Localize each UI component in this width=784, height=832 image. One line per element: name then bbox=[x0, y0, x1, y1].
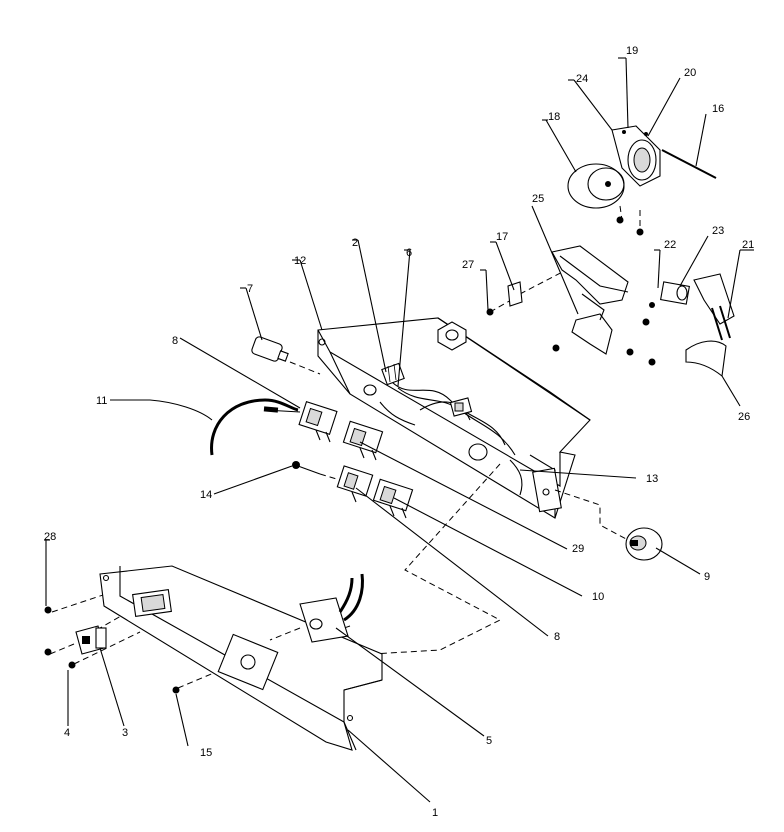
switch-lower-right bbox=[372, 478, 414, 519]
callout-27: 27 bbox=[462, 259, 474, 271]
callout-23: 23 bbox=[712, 225, 724, 237]
bracket-3 bbox=[75, 625, 107, 655]
switch-upper-right bbox=[342, 420, 384, 461]
leader-lines bbox=[45, 57, 754, 803]
switch-5 bbox=[269, 573, 364, 643]
callout-21: 21 bbox=[742, 239, 754, 251]
callout-18: 18 bbox=[548, 111, 560, 123]
auger-assembly-25 bbox=[551, 245, 629, 355]
callout-10: 10 bbox=[592, 591, 604, 603]
callout-3: 3 bbox=[122, 727, 128, 739]
callout-8a: 8 bbox=[172, 335, 178, 347]
rod-16 bbox=[661, 149, 717, 179]
motor-18 bbox=[567, 163, 625, 209]
capacitor-7 bbox=[251, 336, 321, 375]
wire-lead-11 bbox=[210, 398, 301, 456]
callout-20: 20 bbox=[684, 67, 696, 79]
callout-17: 17 bbox=[496, 231, 508, 243]
wire-connector bbox=[449, 397, 473, 417]
callout-24: 24 bbox=[576, 73, 588, 85]
callout-29: 29 bbox=[572, 543, 584, 555]
callout-28: 28 bbox=[44, 531, 56, 543]
front-panel-1 bbox=[99, 565, 383, 751]
callout-4: 4 bbox=[64, 727, 70, 739]
callout-9: 9 bbox=[704, 571, 710, 583]
knob-9 bbox=[554, 489, 663, 561]
screws bbox=[44, 216, 656, 694]
callout-5: 5 bbox=[486, 735, 492, 747]
callout-1: 1 bbox=[432, 807, 438, 819]
callout-12: 12 bbox=[294, 255, 306, 267]
screw-14 bbox=[292, 461, 341, 481]
switch-lower-left bbox=[336, 465, 374, 503]
bracket-24-20 bbox=[611, 125, 661, 187]
callout-2: 2 bbox=[352, 237, 358, 249]
lever-21-26 bbox=[685, 273, 735, 378]
callout-22: 22 bbox=[664, 239, 676, 251]
callout-19: 19 bbox=[626, 45, 638, 57]
callout-13: 13 bbox=[646, 473, 658, 485]
callout-14: 14 bbox=[200, 489, 212, 501]
callout-11: 11 bbox=[96, 395, 107, 407]
switch-upper-left bbox=[298, 400, 338, 443]
bracket-17 bbox=[507, 281, 523, 307]
callout-26: 26 bbox=[738, 411, 750, 423]
callout-7: 7 bbox=[247, 283, 253, 295]
bushing bbox=[437, 321, 467, 351]
callout-ticks bbox=[44, 57, 660, 541]
callout-16: 16 bbox=[712, 103, 724, 115]
callout-25: 25 bbox=[532, 193, 544, 205]
callout-15: 15 bbox=[200, 747, 212, 759]
callout-6: 6 bbox=[406, 247, 412, 259]
callout-labels: 1 2 3 4 5 6 7 8 8 9 10 11 12 13 14 15 16… bbox=[44, 45, 754, 819]
switch-22-23 bbox=[659, 281, 691, 305]
callout-8b: 8 bbox=[554, 631, 560, 643]
